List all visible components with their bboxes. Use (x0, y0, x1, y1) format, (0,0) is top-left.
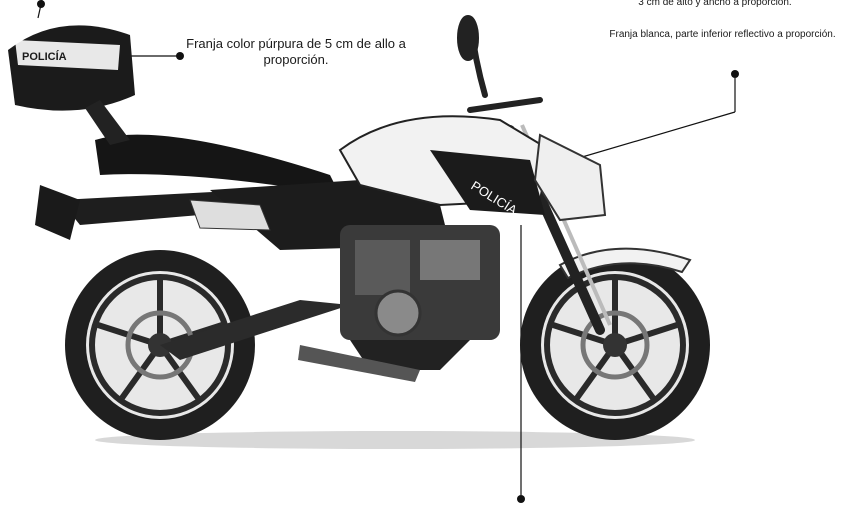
callout-dot-icon (176, 52, 184, 60)
callout-dot-icon (37, 0, 45, 8)
front-fender (558, 247, 692, 280)
swingarm (160, 300, 350, 360)
engine (340, 225, 500, 370)
leader-lines (37, 0, 736, 495)
front-wheel (520, 250, 710, 440)
callout-white-stripe: Franja blanca, parte inferior reflectivo… (609, 29, 836, 40)
exhaust (298, 345, 420, 382)
top-case: POLICÍA (8, 25, 135, 111)
callout-top-partial: 3 cm de alto y ancho a proporción. (638, 0, 792, 8)
topcase-police-marking: POLICÍA (22, 50, 67, 63)
side-decal (189, 199, 271, 231)
ground-shadow (95, 431, 695, 449)
headlight-cowl (533, 133, 607, 222)
callout-purple-stripe: Franja color púrpura de 5 cm de allo a p… (186, 36, 406, 68)
callout-dot-icon (731, 70, 739, 78)
callout-dot-icon (517, 495, 525, 503)
tank-shroud (430, 150, 545, 215)
top-case-rack (85, 100, 130, 145)
handlebar (457, 15, 543, 113)
tail-hugger (35, 185, 80, 240)
seat (95, 134, 340, 195)
rear-subframe (60, 190, 260, 225)
